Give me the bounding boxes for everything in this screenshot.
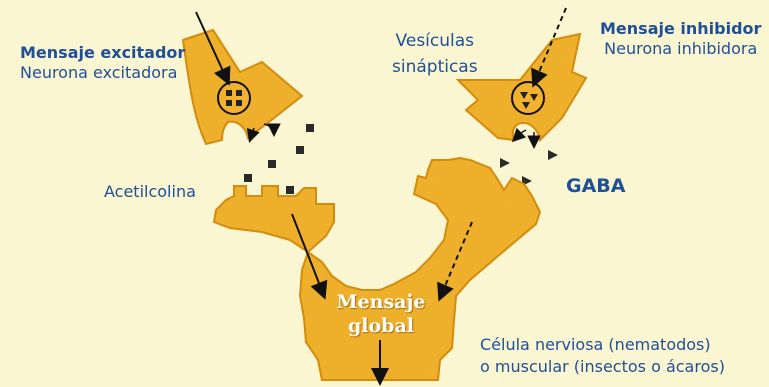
excitatory-input-arrow bbox=[195, 11, 231, 86]
target-cell-label: Célula nerviosa (nematodos) o muscular (… bbox=[480, 334, 725, 378]
inhibitory-vesicle bbox=[511, 81, 545, 115]
excitatory-message-label: Mensaje excitador bbox=[20, 43, 186, 62]
acetylcholine-molecules bbox=[244, 124, 314, 194]
target-cell-line2: o muscular (insectos o ácaros) bbox=[480, 357, 725, 376]
inhibitory-message-label: Mensaje inhibidor bbox=[600, 19, 762, 38]
target-cell-line1: Célula nerviosa (nematodos) bbox=[480, 335, 711, 354]
acetylcholine-label: Acetilcolina bbox=[104, 182, 196, 201]
postsynaptic-cell-shape bbox=[212, 156, 542, 381]
inhibitory-input-arrow bbox=[531, 7, 567, 88]
excitatory-label: Mensaje excitador Neurona excitadora bbox=[20, 43, 185, 83]
vesicles-label: Vesículas sinápticas bbox=[392, 28, 478, 80]
inhibitory-label: Mensaje inhibidor Neurona inhibidora bbox=[600, 19, 761, 59]
global-message-line2: global bbox=[348, 315, 414, 337]
excitatory-vesicle bbox=[217, 81, 251, 115]
global-message-line1: Mensaje bbox=[336, 291, 426, 313]
excitatory-neuron-label: Neurona excitadora bbox=[20, 63, 178, 82]
global-message-label: Mensaje global bbox=[326, 290, 436, 338]
inhibitory-neuron-label: Neurona inhibidora bbox=[604, 39, 758, 58]
vesicles-label-line2: sinápticas bbox=[392, 57, 478, 77]
vesicles-label-line1: Vesículas bbox=[395, 31, 475, 51]
gaba-label: GABA bbox=[566, 175, 626, 197]
